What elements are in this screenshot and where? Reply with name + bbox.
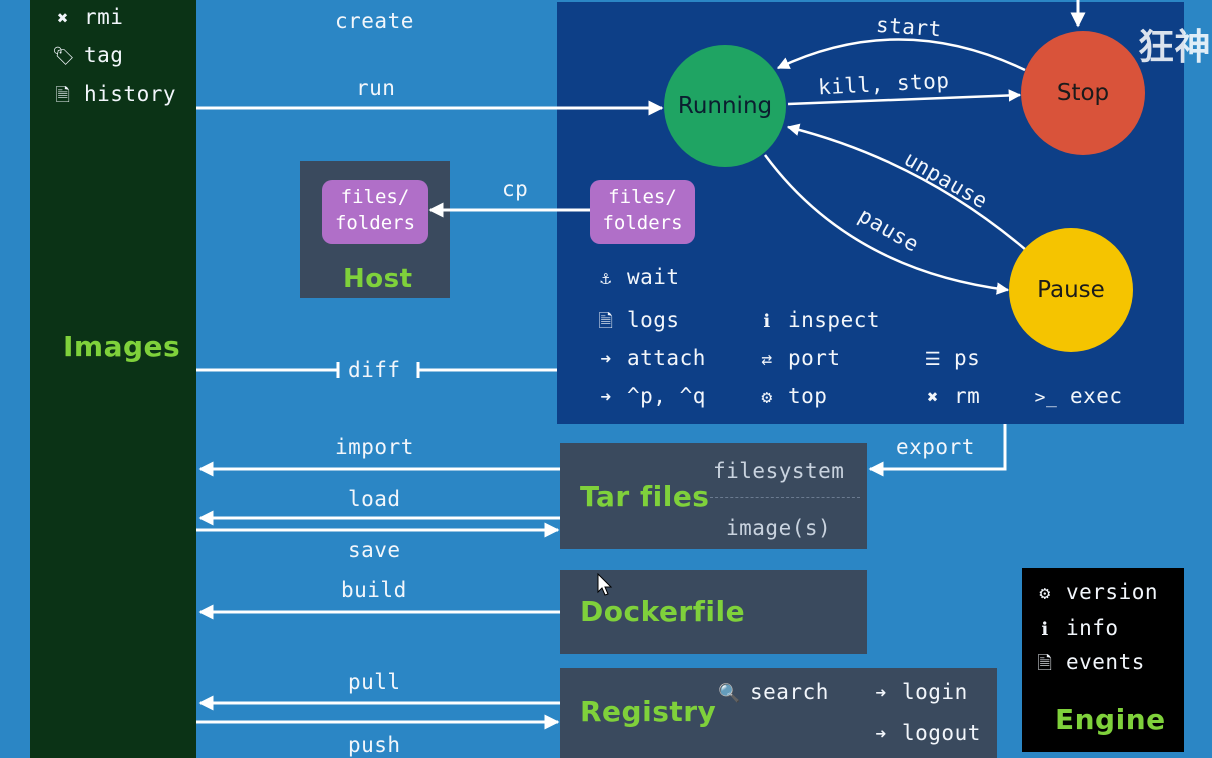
tar-divider: [710, 497, 860, 498]
list-icon: ☰: [924, 349, 942, 370]
login-icon: ➜: [875, 683, 887, 704]
tar-files-panel: [560, 443, 867, 549]
attach-command: ➜attach: [595, 346, 706, 370]
document-icon: 🗎: [598, 311, 614, 332]
push-label: push: [348, 733, 401, 757]
tar-filesystem-label: filesystem: [713, 459, 845, 483]
watermark: 狂神: [1138, 27, 1212, 68]
registry-title: Registry: [580, 695, 717, 728]
pause-arrow: [763, 154, 1010, 295]
top-command: ⚙top: [756, 384, 827, 408]
document-icon: 🗎: [1037, 653, 1053, 674]
start-arrow: [776, 38, 1026, 72]
container-files-chip: files/ folders: [590, 180, 695, 244]
tar-files-title: Tar files: [580, 480, 710, 513]
images-panel: [30, 0, 196, 758]
search-icon: 🔍: [718, 683, 741, 704]
save-label: save: [348, 538, 401, 562]
registry-login: ➜login: [870, 680, 968, 704]
diff-label: diff: [348, 358, 401, 382]
registry-search: 🔍search: [718, 680, 829, 704]
anchor-icon: ⚓: [600, 268, 612, 289]
history-command: 🗎history: [52, 82, 176, 113]
kill-stop-arrow: [787, 89, 1022, 106]
exec-command: >_exec: [1032, 384, 1123, 408]
swap-icon: ⇄: [761, 349, 773, 370]
info-icon: ℹ: [763, 311, 771, 332]
engine-title: Engine: [1055, 703, 1166, 736]
detach-command: ➜^p, ^q: [595, 384, 706, 408]
tar-images-label: image(s): [726, 516, 832, 540]
dockerfile-title: Dockerfile: [580, 595, 746, 628]
wait-command: ⚓wait: [595, 265, 680, 289]
terminal-icon: >_: [1034, 387, 1058, 408]
pause-state: Pause: [1009, 228, 1133, 352]
load-label: load: [348, 487, 401, 511]
rm-command: ✖rm: [922, 384, 980, 408]
document-icon: 🗎: [55, 85, 71, 106]
close-icon: ✖: [927, 387, 939, 408]
run-label: run: [356, 76, 396, 100]
running-state: Running: [664, 45, 786, 167]
gears-icon: ⚙: [761, 387, 773, 408]
build-label: build: [341, 578, 407, 602]
export-arrow: [868, 424, 1007, 477]
tag-command: 🏷tag: [52, 43, 124, 67]
export-label: export: [896, 435, 975, 459]
engine-version: ⚙version: [1034, 580, 1158, 604]
engine-events: 🗎events: [1034, 650, 1145, 681]
create-label: create: [335, 9, 414, 33]
login-icon: ➜: [600, 349, 612, 370]
host-files-chip: files/ folders: [322, 180, 428, 244]
rmi-command: ✖rmi: [52, 5, 123, 29]
dockerfile-panel: [560, 570, 867, 654]
logout-icon: ➜: [875, 724, 887, 745]
ps-command: ☰ps: [922, 346, 980, 370]
logs-command: 🗎logs: [595, 308, 680, 339]
mouse-cursor-icon: [597, 572, 613, 601]
unpause-arrow: [786, 123, 1027, 251]
host-title: Host: [343, 264, 413, 294]
registry-panel: [560, 668, 997, 758]
gear-icon: ⚙: [1039, 583, 1051, 604]
info-icon: ℹ: [1041, 619, 1049, 640]
images-title: Images: [63, 330, 181, 363]
logout-icon: ➜: [600, 387, 612, 408]
import-label: import: [335, 435, 414, 459]
close-icon: ✖: [57, 8, 69, 29]
pull-label: pull: [348, 670, 401, 694]
registry-logout: ➜logout: [870, 721, 981, 745]
stop-state: Stop: [1021, 31, 1145, 155]
engine-panel: [1022, 568, 1184, 752]
start-label: start: [875, 12, 943, 42]
port-command: ⇄port: [756, 346, 841, 370]
tag-icon: 🏷: [52, 46, 76, 67]
cp-label: cp: [502, 177, 529, 201]
